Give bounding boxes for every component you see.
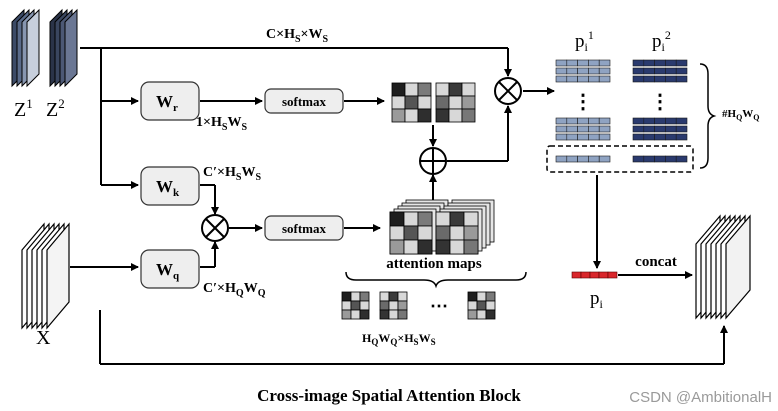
x-feature-stack [21,222,70,330]
add-op [419,147,447,175]
dim-label-wk: C′×HSWS [203,165,261,183]
map-tile [391,82,432,123]
dim-label-maps: HQWQ×HSWS [362,331,436,347]
wq-box: Wq [140,249,200,289]
brace-bottom [345,271,527,289]
prototype-bar [632,133,688,141]
cube-front-grid [435,211,479,255]
wk-box: Wk [140,166,200,206]
multiply-op-mid [201,214,229,242]
pi-bar [571,271,618,279]
dim-label-top: C×HS×WS [266,27,329,45]
attention-map-tiles-row [341,291,496,320]
svg-text:softmax: softmax [282,94,327,109]
prototype-bar [555,125,611,133]
dim-label-wr: 1×HSWS [196,115,247,133]
output-feature-stack [695,214,751,320]
prototype-bar [555,75,611,83]
pi-bar-cell [589,271,600,279]
map-tile [467,291,496,320]
pi-bar-cell [571,271,582,279]
attention-map-tiles [391,82,476,123]
prototype-bar [555,59,611,67]
softmax-box-2: softmax [264,215,344,241]
prototype-bar [632,67,688,75]
pi-label: pi [590,288,604,311]
pi-bar-cell [607,271,618,279]
wr-box: Wr [140,81,200,121]
prototype-bar [555,117,611,125]
softmax-box-1: softmax [264,88,344,114]
x-label: X [36,327,51,349]
prototype-2-label: pi2 [652,28,671,54]
cube-front-grid [389,211,433,255]
brace-right [699,63,717,169]
watermark: CSDN @AmbitionalH [629,389,772,406]
concat-label: concat [635,254,677,270]
multiply-op-top [494,77,522,105]
z2-label: Z2 [46,96,65,121]
prototype-bar-selected [632,155,688,163]
z1-label: Z1 [14,96,33,121]
prototype-1-label: pi1 [575,28,594,54]
svg-text:Wq: Wq [156,260,180,282]
dim-label-count: #HQWQ [722,108,760,122]
prototype-bar-selected [555,155,611,163]
z1-feature-stack [11,8,40,88]
ellipsis: ⋯ [430,296,448,316]
svg-text:Wr: Wr [156,92,178,114]
prototype-bar [632,117,688,125]
pi-bar-cell [598,271,609,279]
map-tile [341,291,370,320]
svg-text:softmax: softmax [282,221,327,236]
prototype-bar [555,67,611,75]
figure-caption: Cross-image Spatial Attention Block [257,386,521,405]
attention-map-cubes [389,199,495,255]
prototype-bar [632,59,688,67]
attention-cube [435,199,495,255]
connection-lines [70,47,728,365]
attention-maps-label: attention maps [386,256,482,272]
svg-text:Wk: Wk [156,177,180,199]
vdots-2: ⋮ [650,91,670,113]
prototype-bar [632,75,688,83]
prototype-bar [555,133,611,141]
z2-feature-stack [49,8,78,88]
selected-prototype-box [546,145,694,173]
dim-label-wq: C′×HQWQ [203,281,266,299]
pi-bar-cell [580,271,591,279]
vdots-1: ⋮ [573,91,593,113]
map-tile [379,291,408,320]
prototype-bars [555,59,688,163]
prototype-bar [632,125,688,133]
map-tile [435,82,476,123]
